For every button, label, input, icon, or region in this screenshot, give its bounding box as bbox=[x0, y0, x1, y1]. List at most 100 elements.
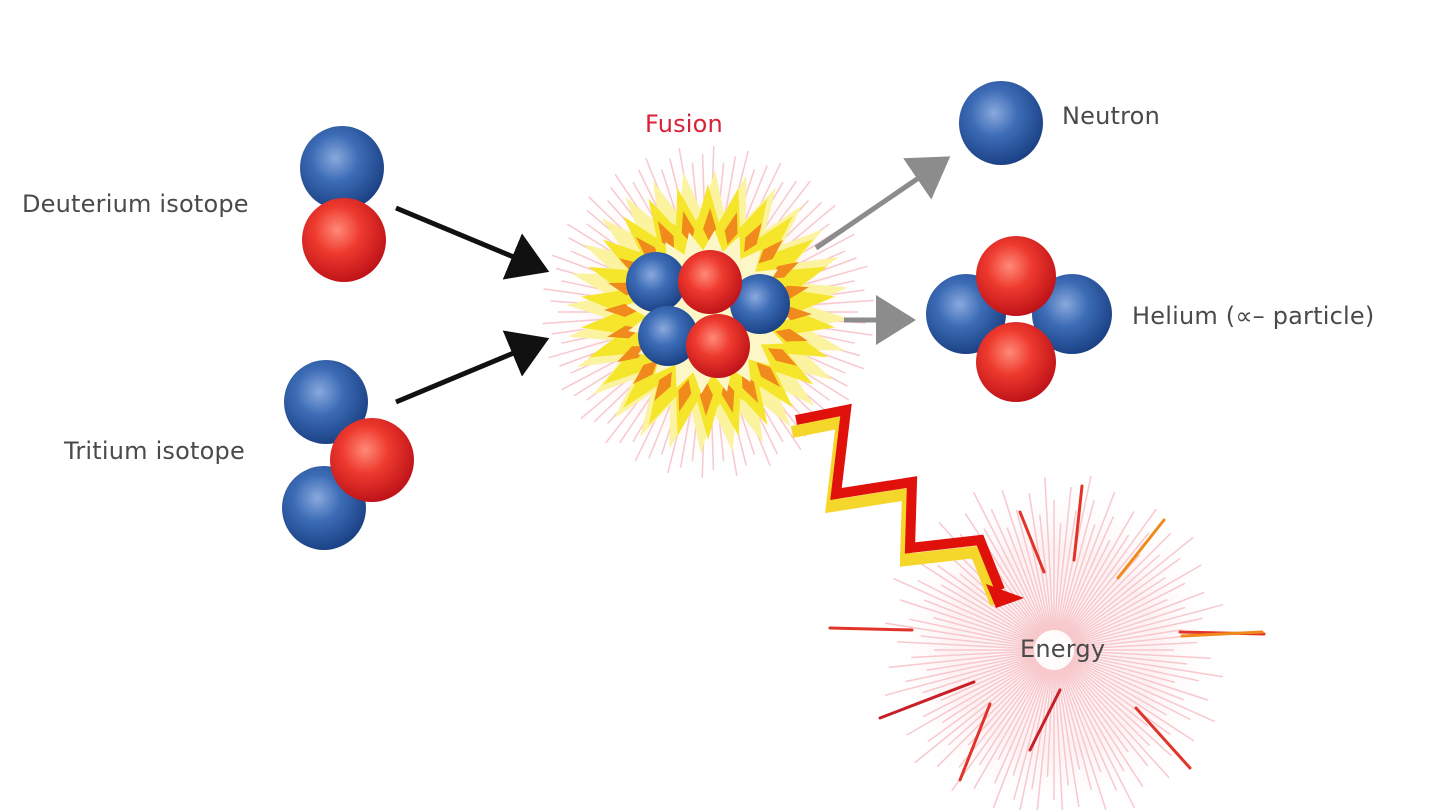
neutron-particle bbox=[638, 306, 698, 366]
energy-ray bbox=[978, 666, 1044, 766]
energy-ray bbox=[888, 651, 1035, 669]
neutron-arrow bbox=[814, 156, 951, 251]
energy-ray bbox=[992, 668, 1048, 809]
energy-ray bbox=[1056, 510, 1077, 631]
energy-ray bbox=[1073, 603, 1224, 646]
energy-ray bbox=[1060, 491, 1116, 632]
energy-ray bbox=[1054, 523, 1062, 631]
energy-ray bbox=[964, 512, 1044, 634]
energy-ray bbox=[1071, 658, 1191, 721]
proton-particle bbox=[976, 322, 1056, 402]
energy-ray bbox=[1066, 664, 1170, 779]
energy-ray bbox=[1006, 527, 1048, 632]
proton-particle bbox=[302, 198, 386, 282]
energy-ray bbox=[933, 616, 1035, 646]
energy-ray bbox=[1067, 532, 1172, 637]
energy-ray bbox=[1001, 489, 1049, 632]
neutron-particle bbox=[1032, 274, 1112, 354]
energy-ray bbox=[1073, 629, 1182, 648]
energy-streak bbox=[1134, 706, 1192, 770]
energy-ray bbox=[1073, 617, 1203, 647]
energy-ray bbox=[1055, 669, 1069, 786]
energy-ray bbox=[913, 558, 1038, 640]
energy-ray bbox=[1044, 477, 1054, 631]
energy-ray bbox=[1064, 666, 1144, 788]
energy-ray bbox=[1071, 598, 1168, 643]
neutron-label: Neutron bbox=[1062, 102, 1160, 130]
energy-streak bbox=[1180, 630, 1264, 638]
energy-ray bbox=[1015, 509, 1050, 631]
energy-streak bbox=[1028, 688, 1062, 752]
tritium-nucleus bbox=[282, 360, 414, 550]
energy-ray bbox=[1072, 606, 1186, 645]
energy-ray bbox=[1073, 654, 1175, 684]
tritium-arrow bbox=[395, 330, 550, 405]
helium-nucleus bbox=[926, 236, 1112, 402]
energy-ray bbox=[1012, 668, 1049, 776]
helium-label: Helium (∝– particle) bbox=[1132, 302, 1375, 330]
energy-ray bbox=[1073, 650, 1211, 659]
energy-ray bbox=[1065, 665, 1129, 753]
energy-ray bbox=[884, 622, 1035, 648]
energy-ray bbox=[909, 618, 1035, 647]
energy-ray bbox=[1068, 554, 1161, 638]
energy-burst bbox=[828, 475, 1266, 810]
energy-ray bbox=[906, 659, 1038, 736]
energy-ray bbox=[1036, 669, 1053, 810]
neutron-particle bbox=[626, 252, 686, 312]
energy-ray bbox=[1057, 669, 1081, 770]
energy-ray bbox=[1068, 662, 1172, 757]
energy-ray bbox=[1056, 669, 1080, 808]
tritium-label: Tritium isotope bbox=[64, 437, 245, 465]
neutron-particle bbox=[730, 274, 790, 334]
energy-ray bbox=[1067, 663, 1151, 747]
energy-ray bbox=[936, 663, 1041, 768]
deuterium-label: Deuterium isotope bbox=[22, 190, 249, 218]
energy-ray bbox=[1046, 669, 1054, 777]
energy-ray bbox=[1063, 511, 1135, 634]
energy-ray bbox=[1070, 660, 1195, 742]
energy-ray bbox=[1063, 666, 1125, 772]
energy-ray bbox=[1065, 508, 1157, 635]
energy-ray bbox=[1039, 514, 1053, 631]
energy-ray bbox=[972, 491, 1046, 633]
energy-ray bbox=[1070, 576, 1166, 640]
energy-ray bbox=[1060, 668, 1102, 773]
energy-streak bbox=[958, 702, 992, 782]
energy-ray bbox=[973, 666, 1045, 789]
deuterium-arrow bbox=[395, 205, 550, 280]
energy-ray bbox=[983, 528, 1045, 634]
energy-ray bbox=[922, 655, 1036, 694]
energy-ray bbox=[1013, 669, 1050, 800]
energy-ray bbox=[1072, 655, 1209, 701]
energy-ray bbox=[990, 508, 1047, 633]
energy-ray bbox=[1071, 582, 1186, 642]
energy-ray bbox=[1073, 653, 1199, 682]
energy-ray bbox=[892, 577, 1037, 643]
energy-ray bbox=[1072, 656, 1185, 701]
energy-ray bbox=[1061, 516, 1115, 633]
energy-streak bbox=[1072, 484, 1084, 562]
energy-ray bbox=[940, 657, 1037, 702]
energy-label: Energy bbox=[1020, 635, 1106, 663]
energy-ray bbox=[923, 599, 1036, 644]
energy-ray bbox=[1059, 524, 1096, 632]
energy-ray bbox=[922, 658, 1037, 718]
proton-particle bbox=[330, 418, 414, 502]
proton-particle bbox=[678, 250, 742, 314]
energy-ray bbox=[1073, 652, 1224, 678]
energy-ray bbox=[1062, 667, 1136, 809]
energy-ray bbox=[1071, 657, 1216, 723]
neutron-particle bbox=[300, 126, 384, 210]
energy-ray bbox=[1073, 651, 1188, 665]
energy-ray bbox=[942, 660, 1038, 724]
proton-particle bbox=[976, 236, 1056, 316]
energy-ray bbox=[899, 599, 1036, 645]
energy-ray bbox=[1069, 661, 1171, 736]
energy-ray bbox=[897, 641, 1035, 650]
energy-ray bbox=[1070, 659, 1167, 716]
deuterium-nucleus bbox=[300, 126, 386, 282]
energy-ray bbox=[1058, 500, 1095, 631]
energy-ray bbox=[1059, 668, 1107, 810]
